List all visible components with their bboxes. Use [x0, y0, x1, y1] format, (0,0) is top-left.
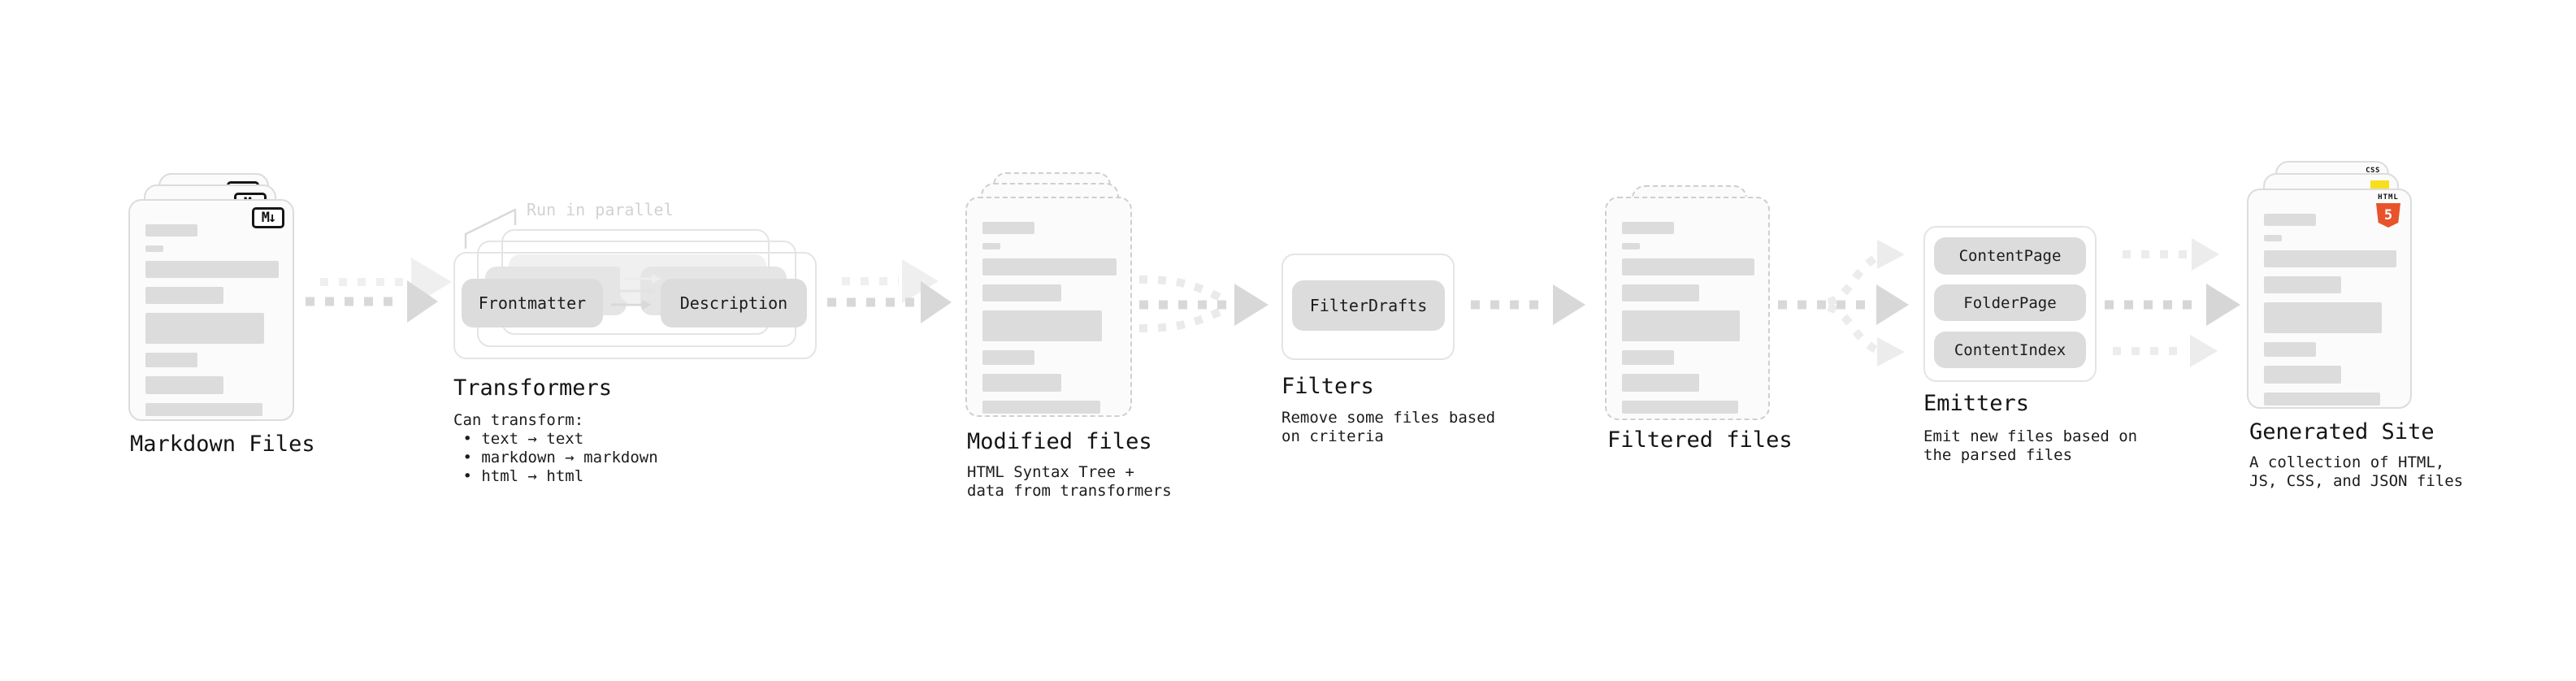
arrow-markdown-to-transformers	[306, 258, 452, 323]
transformers-title: Transformers	[453, 375, 613, 401]
filterdrafts-box: FilterDrafts	[1292, 280, 1445, 331]
contentindex-box: ContentIndex	[1934, 332, 2086, 368]
description-box: Description	[661, 279, 807, 327]
modified-file-card-front	[965, 197, 1132, 417]
filters-title: Filters	[1281, 374, 1374, 399]
emitters-title: Emitters	[1923, 391, 2030, 416]
markdown-file-card-front: M↓	[128, 199, 294, 421]
document-text-lines	[967, 198, 1130, 415]
emitters-description: Emit new files based on the parsed files	[1923, 427, 2138, 464]
filtered-file-card-front	[1605, 197, 1770, 420]
document-text-lines	[2249, 190, 2410, 407]
html5-shield: 5	[2376, 203, 2400, 228]
document-text-lines	[1607, 198, 1768, 419]
frontmatter-box: Frontmatter	[462, 279, 603, 327]
arrow-filters-to-filtered	[1471, 284, 1585, 325]
document-text-lines	[130, 201, 293, 419]
markdown-icon: M↓	[252, 207, 284, 228]
filters-description: Remove some files based on criteria	[1281, 409, 1496, 445]
emitters-container	[1923, 226, 2097, 382]
generated-site-title: Generated Site	[2249, 419, 2435, 445]
modified-files-description: HTML Syntax Tree + data from transformer…	[967, 463, 1172, 500]
markdown-files-title: Markdown Files	[130, 432, 315, 457]
run-in-parallel-label: Run in parallel	[527, 200, 674, 219]
css-label: CSS	[2366, 167, 2380, 175]
transformers-container-front	[453, 252, 817, 359]
filters-container	[1281, 254, 1455, 360]
contentpage-box: ContentPage	[1934, 237, 2086, 275]
transformers-description: Can transform: • text → text • markdown …	[453, 411, 658, 485]
generated-site-description: A collection of HTML, JS, CSS, and JSON …	[2249, 453, 2464, 490]
arrows-emitters-to-generated	[2105, 238, 2240, 367]
modified-files-title: Modified files	[967, 429, 1152, 454]
html5-label: HTML	[2378, 193, 2399, 202]
arrow-transformers-to-modified	[827, 259, 952, 323]
generated-file-card-html: HTML 5	[2247, 189, 2412, 409]
folderpage-box: FolderPage	[1934, 284, 2086, 321]
filtered-files-title: Filtered files	[1607, 427, 1793, 453]
arrow-modified-to-filters-converge	[1138, 275, 1268, 332]
html5-icon: HTML 5	[2374, 194, 2403, 228]
js-badge	[2370, 180, 2389, 189]
arrow-filtered-to-emitters-diverge	[1778, 240, 1909, 367]
